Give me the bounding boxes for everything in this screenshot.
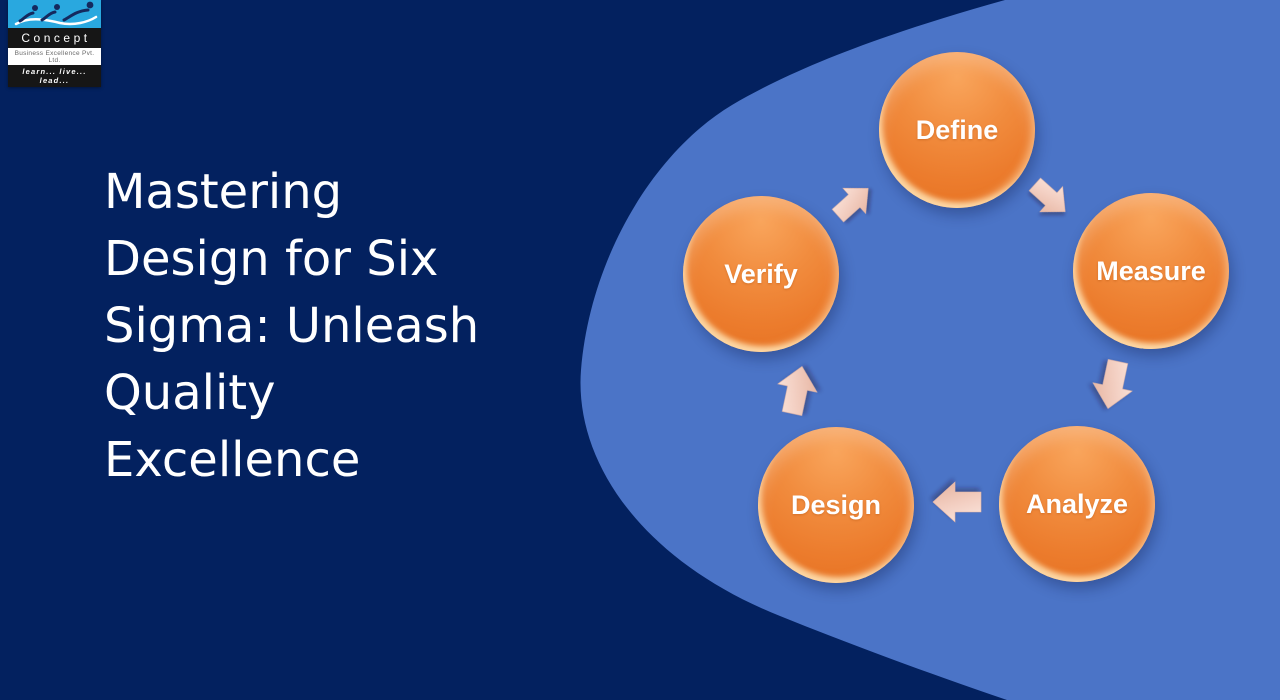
step-circle-define: Define: [879, 52, 1035, 208]
arrow-analyze-to-design-icon: [917, 462, 997, 542]
title-line: Excellence: [104, 432, 361, 488]
arrow-measure-to-analyze-icon: [1073, 345, 1153, 425]
step-label: Define: [915, 114, 999, 145]
step-circle-analyze: Analyze: [999, 426, 1155, 582]
title-line: Sigma: Unleash: [104, 298, 480, 354]
title-line: Quality: [104, 365, 276, 421]
step-label: Analyze: [1025, 488, 1129, 519]
logo-tagline: learn... live... lead...: [8, 65, 101, 87]
step-circle-measure: Measure: [1073, 193, 1229, 349]
logo-waves-icon: [8, 0, 101, 28]
slide-title: Mastering Design for Six Sigma: Unleash …: [104, 159, 479, 494]
step-label: Design: [790, 489, 882, 520]
arrow-design-to-verify-icon: [757, 350, 837, 430]
logo-subtitle: Business Excellence Pvt. Ltd.: [8, 48, 101, 65]
step-circle-design: Design: [758, 427, 914, 583]
step-label: Verify: [724, 258, 798, 289]
step-circle-verify: Verify: [683, 196, 839, 352]
title-line: Mastering: [104, 164, 343, 220]
arrow-verify-to-define-icon: [813, 162, 893, 242]
arrow-define-to-measure-icon: [1010, 158, 1090, 238]
company-logo: Concept Business Excellence Pvt. Ltd. le…: [8, 0, 101, 87]
logo-name: Concept: [8, 28, 101, 48]
step-label: Measure: [1096, 255, 1206, 286]
title-line: Design for Six: [104, 231, 439, 287]
